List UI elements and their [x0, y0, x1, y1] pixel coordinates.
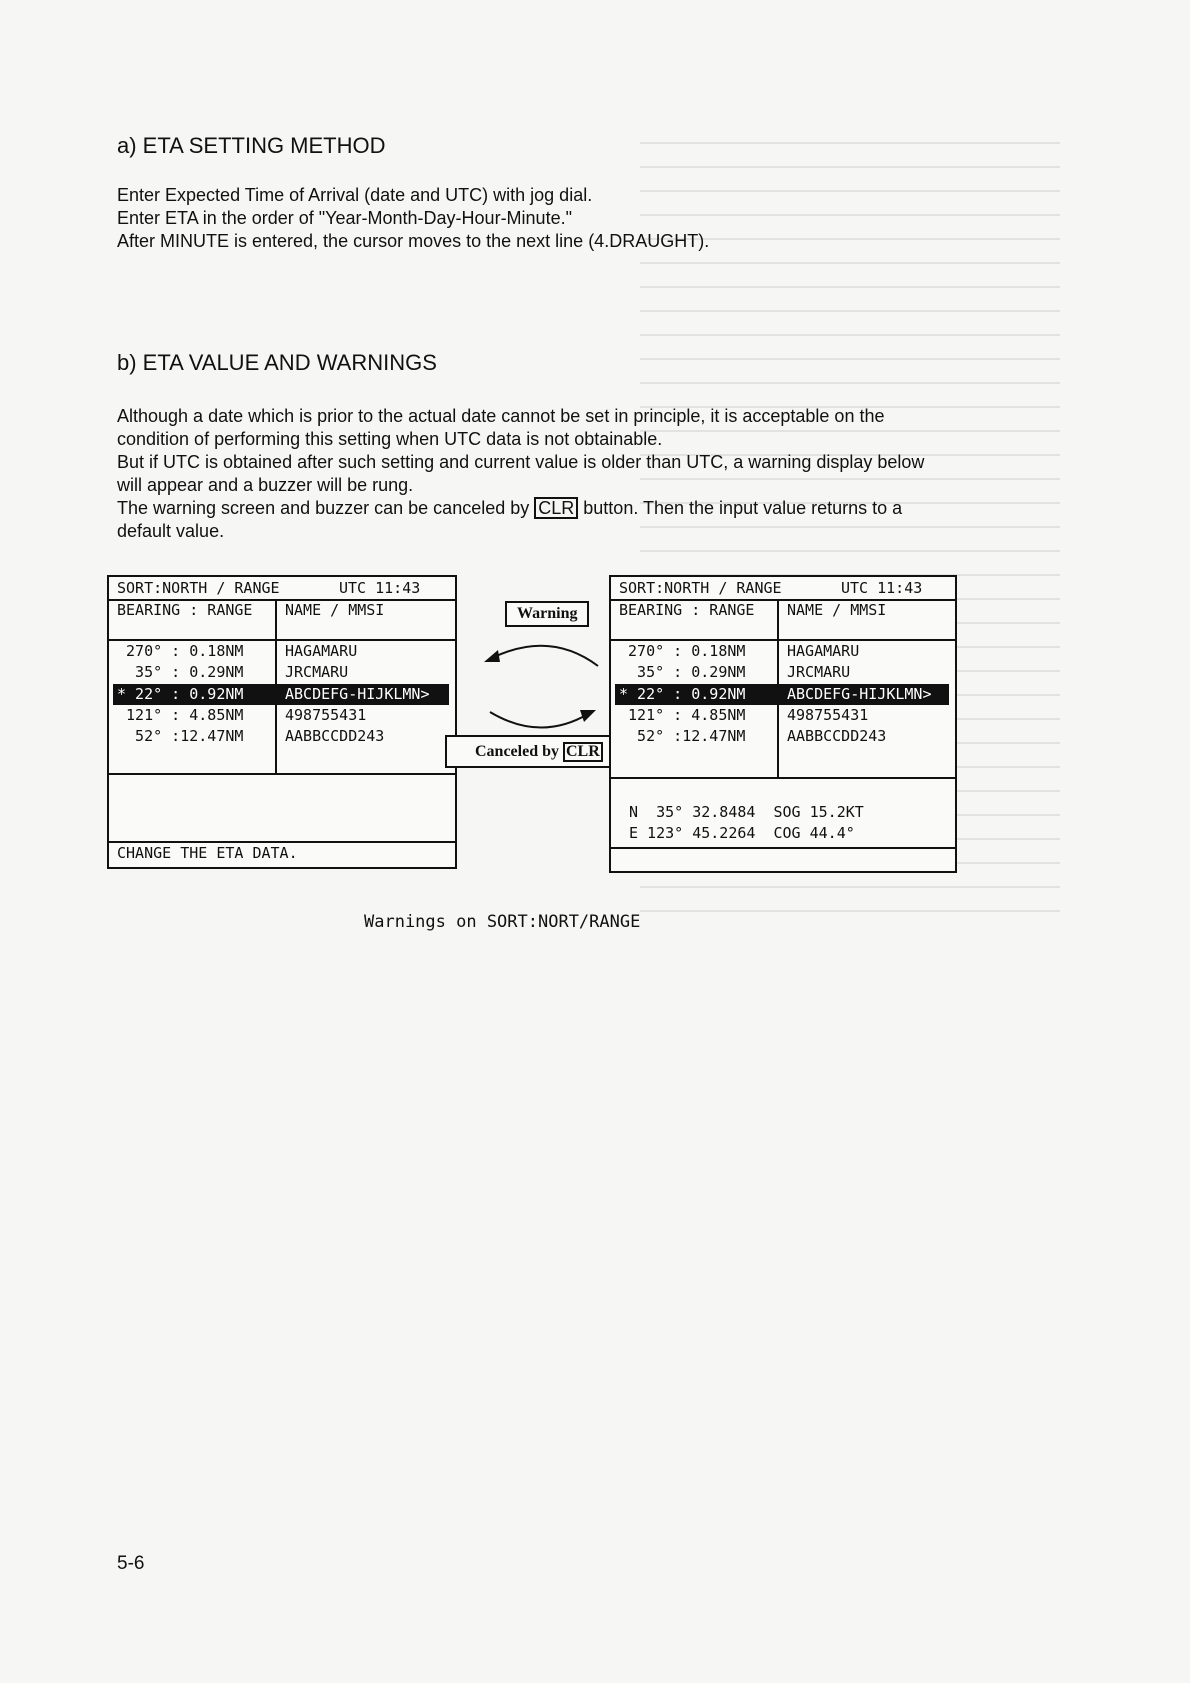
divider — [109, 639, 455, 641]
left-screen-utc: UTC 11:43 — [339, 579, 421, 597]
right-row-4-name: 498755431 — [787, 706, 869, 724]
section-b-line-2: condition of performing this setting whe… — [117, 429, 663, 449]
canceled-label-text: Canceled by — [475, 743, 563, 760]
left-row-4-bearing: 121° : 4.85NM — [117, 706, 244, 724]
section-a-line-2: Enter ETA in the order of "Year-Month-Da… — [117, 208, 572, 228]
canceled-clr-key: CLR — [563, 742, 603, 762]
divider — [611, 599, 955, 601]
section-b-line-1: Although a date which is prior to the ac… — [117, 406, 885, 426]
right-screen-utc: UTC 11:43 — [841, 579, 923, 597]
right-col-bearing-header: BEARING : RANGE — [619, 601, 755, 619]
clr-key-label: CLR — [534, 497, 579, 519]
divider — [109, 599, 455, 601]
section-b-line-4: will appear and a buzzer will be rung. — [117, 475, 414, 495]
left-row-3-highlight — [113, 684, 449, 705]
section-a-title: a) ETA SETTING METHOD — [117, 133, 386, 158]
figure-caption: Warnings on SORT:NORT/RANGE — [364, 912, 641, 932]
warning-label-text: Warning — [517, 605, 578, 622]
arrow-to-canceled — [489, 711, 589, 729]
section-a-line-3: After MINUTE is entered, the cursor move… — [117, 231, 710, 251]
right-row-2-name: JRCMARU — [787, 663, 851, 681]
section-a-body: Enter Expected Time of Arrival (date and… — [117, 184, 709, 253]
right-row-5-name: AABBCCDD243 — [787, 727, 887, 745]
right-row-1-bearing: 270° : 0.18NM — [619, 642, 746, 660]
right-row-3-highlight — [615, 684, 949, 705]
right-row-3-bearing: * 22° : 0.92NM — [619, 685, 746, 703]
left-row-5-bearing: 52° :12.47NM — [117, 727, 244, 745]
left-row-1-bearing: 270° : 0.18NM — [117, 642, 244, 660]
right-row-2-bearing: 35° : 0.29NM — [619, 663, 746, 681]
divider — [109, 841, 455, 843]
right-row-3-name: ABCDEFG-HIJKLMN> — [787, 685, 932, 703]
cancel-line-pre: The warning screen and buzzer can be can… — [117, 498, 535, 518]
right-screen-header: SORT:NORTH / RANGE — [619, 579, 782, 597]
section-b-line-6: default value. — [117, 521, 225, 541]
divider — [109, 773, 455, 775]
right-row-5-bearing: 52° :12.47NM — [619, 727, 746, 745]
left-col-bearing-header: BEARING : RANGE — [117, 601, 253, 619]
right-position-line-2: E 123° 45.2264 COG 44.4° — [629, 824, 855, 842]
left-screen-footer: CHANGE THE ETA DATA. — [117, 844, 298, 862]
arrowhead-right — [580, 710, 596, 722]
right-screen: SORT:NORTH / RANGE UTC 11:43 BEARING : R… — [609, 575, 957, 873]
transition-arrows — [484, 644, 599, 729]
right-col-name-header: NAME / MMSI — [787, 601, 887, 619]
arrowhead-left — [484, 650, 500, 662]
arrow-to-warning — [491, 644, 599, 667]
section-b-title: b) ETA VALUE AND WARNINGS — [117, 350, 437, 375]
left-screen: SORT:NORTH / RANGE UTC 11:43 BEARING : R… — [107, 575, 457, 869]
divider — [611, 639, 955, 641]
left-row-4-name: 498755431 — [285, 706, 367, 724]
cancel-line-post: button. Then the input value returns to … — [578, 498, 903, 518]
left-row-2-bearing: 35° : 0.29NM — [117, 663, 244, 681]
right-position-line-1: N 35° 32.8484 SOG 15.2KT — [629, 803, 864, 821]
section-b-line-3: But if UTC is obtained after such settin… — [117, 452, 925, 472]
left-row-2-name: JRCMARU — [285, 663, 349, 681]
divider — [611, 777, 955, 779]
section-b-line-5: The warning screen and buzzer can be can… — [117, 497, 924, 520]
section-b-body: Although a date which is prior to the ac… — [117, 405, 924, 543]
right-row-4-bearing: 121° : 4.85NM — [619, 706, 746, 724]
canceled-label: Canceled by CLR — [445, 735, 639, 768]
left-row-5-name: AABBCCDD243 — [285, 727, 385, 745]
left-row-1-name: HAGAMARU — [285, 642, 358, 660]
left-col-name-header: NAME / MMSI — [285, 601, 385, 619]
divider — [611, 847, 955, 849]
page-number: 5-6 — [117, 1553, 145, 1574]
right-row-1-name: HAGAMARU — [787, 642, 860, 660]
section-a-line-1: Enter Expected Time of Arrival (date and… — [117, 185, 593, 205]
left-row-3-bearing: * 22° : 0.92NM — [117, 685, 244, 703]
left-screen-header: SORT:NORTH / RANGE — [117, 579, 280, 597]
left-row-3-name: ABCDEFG-HIJKLMN> — [285, 685, 430, 703]
warning-label: Warning — [505, 601, 590, 627]
